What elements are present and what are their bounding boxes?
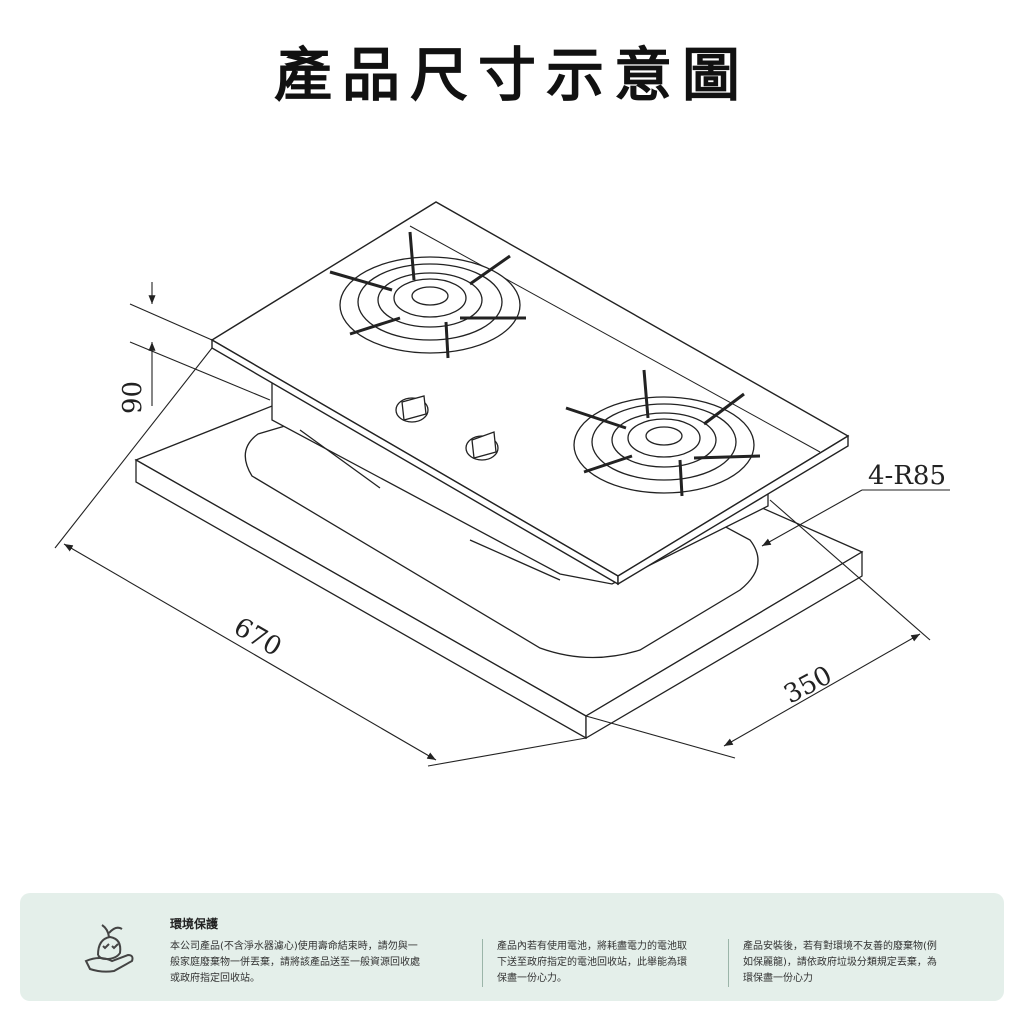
width-dimension: [54, 347, 587, 767]
eco-text-packaging: 產品安裝後，若有對環境不友善的廢棄物(例 如保麗龍)，請依政府垃圾分類規定丟棄，…: [728, 939, 983, 987]
radius-label: 4-R85: [868, 461, 946, 491]
eco-heading: 環境保護: [170, 917, 219, 931]
eco-text-battery: 產品內若有使用電池，將耗盡電力的電池取 下送至政府指定的電池回收站，此舉能為環 …: [482, 939, 717, 987]
depth-dimension: [585, 499, 931, 759]
page-title: 產品尺寸示意圖: [273, 41, 750, 109]
eco-notice-panel: 環境保護 本公司產品(不含淨水器濾心)使用壽命結束時，請勿與一 般家庭廢棄物一併…: [20, 893, 1004, 1001]
product-dimension-drawing: 90 670 350 4-R85: [54, 201, 950, 767]
burner-right: [565, 369, 761, 497]
eco-text-recycling: 本公司產品(不含淨水器濾心)使用壽命結束時，請勿與一 般家庭廢棄物一併丟棄，請將…: [170, 941, 420, 984]
radius-callout: [761, 489, 950, 547]
width-label: 670: [229, 612, 287, 663]
height-label: 90: [118, 381, 148, 414]
depth-label: 350: [779, 660, 837, 710]
hand-plant-icon: [84, 924, 134, 973]
control-knobs: [395, 395, 499, 461]
burner-left: [329, 231, 526, 359]
height-dimension: [129, 282, 271, 406]
